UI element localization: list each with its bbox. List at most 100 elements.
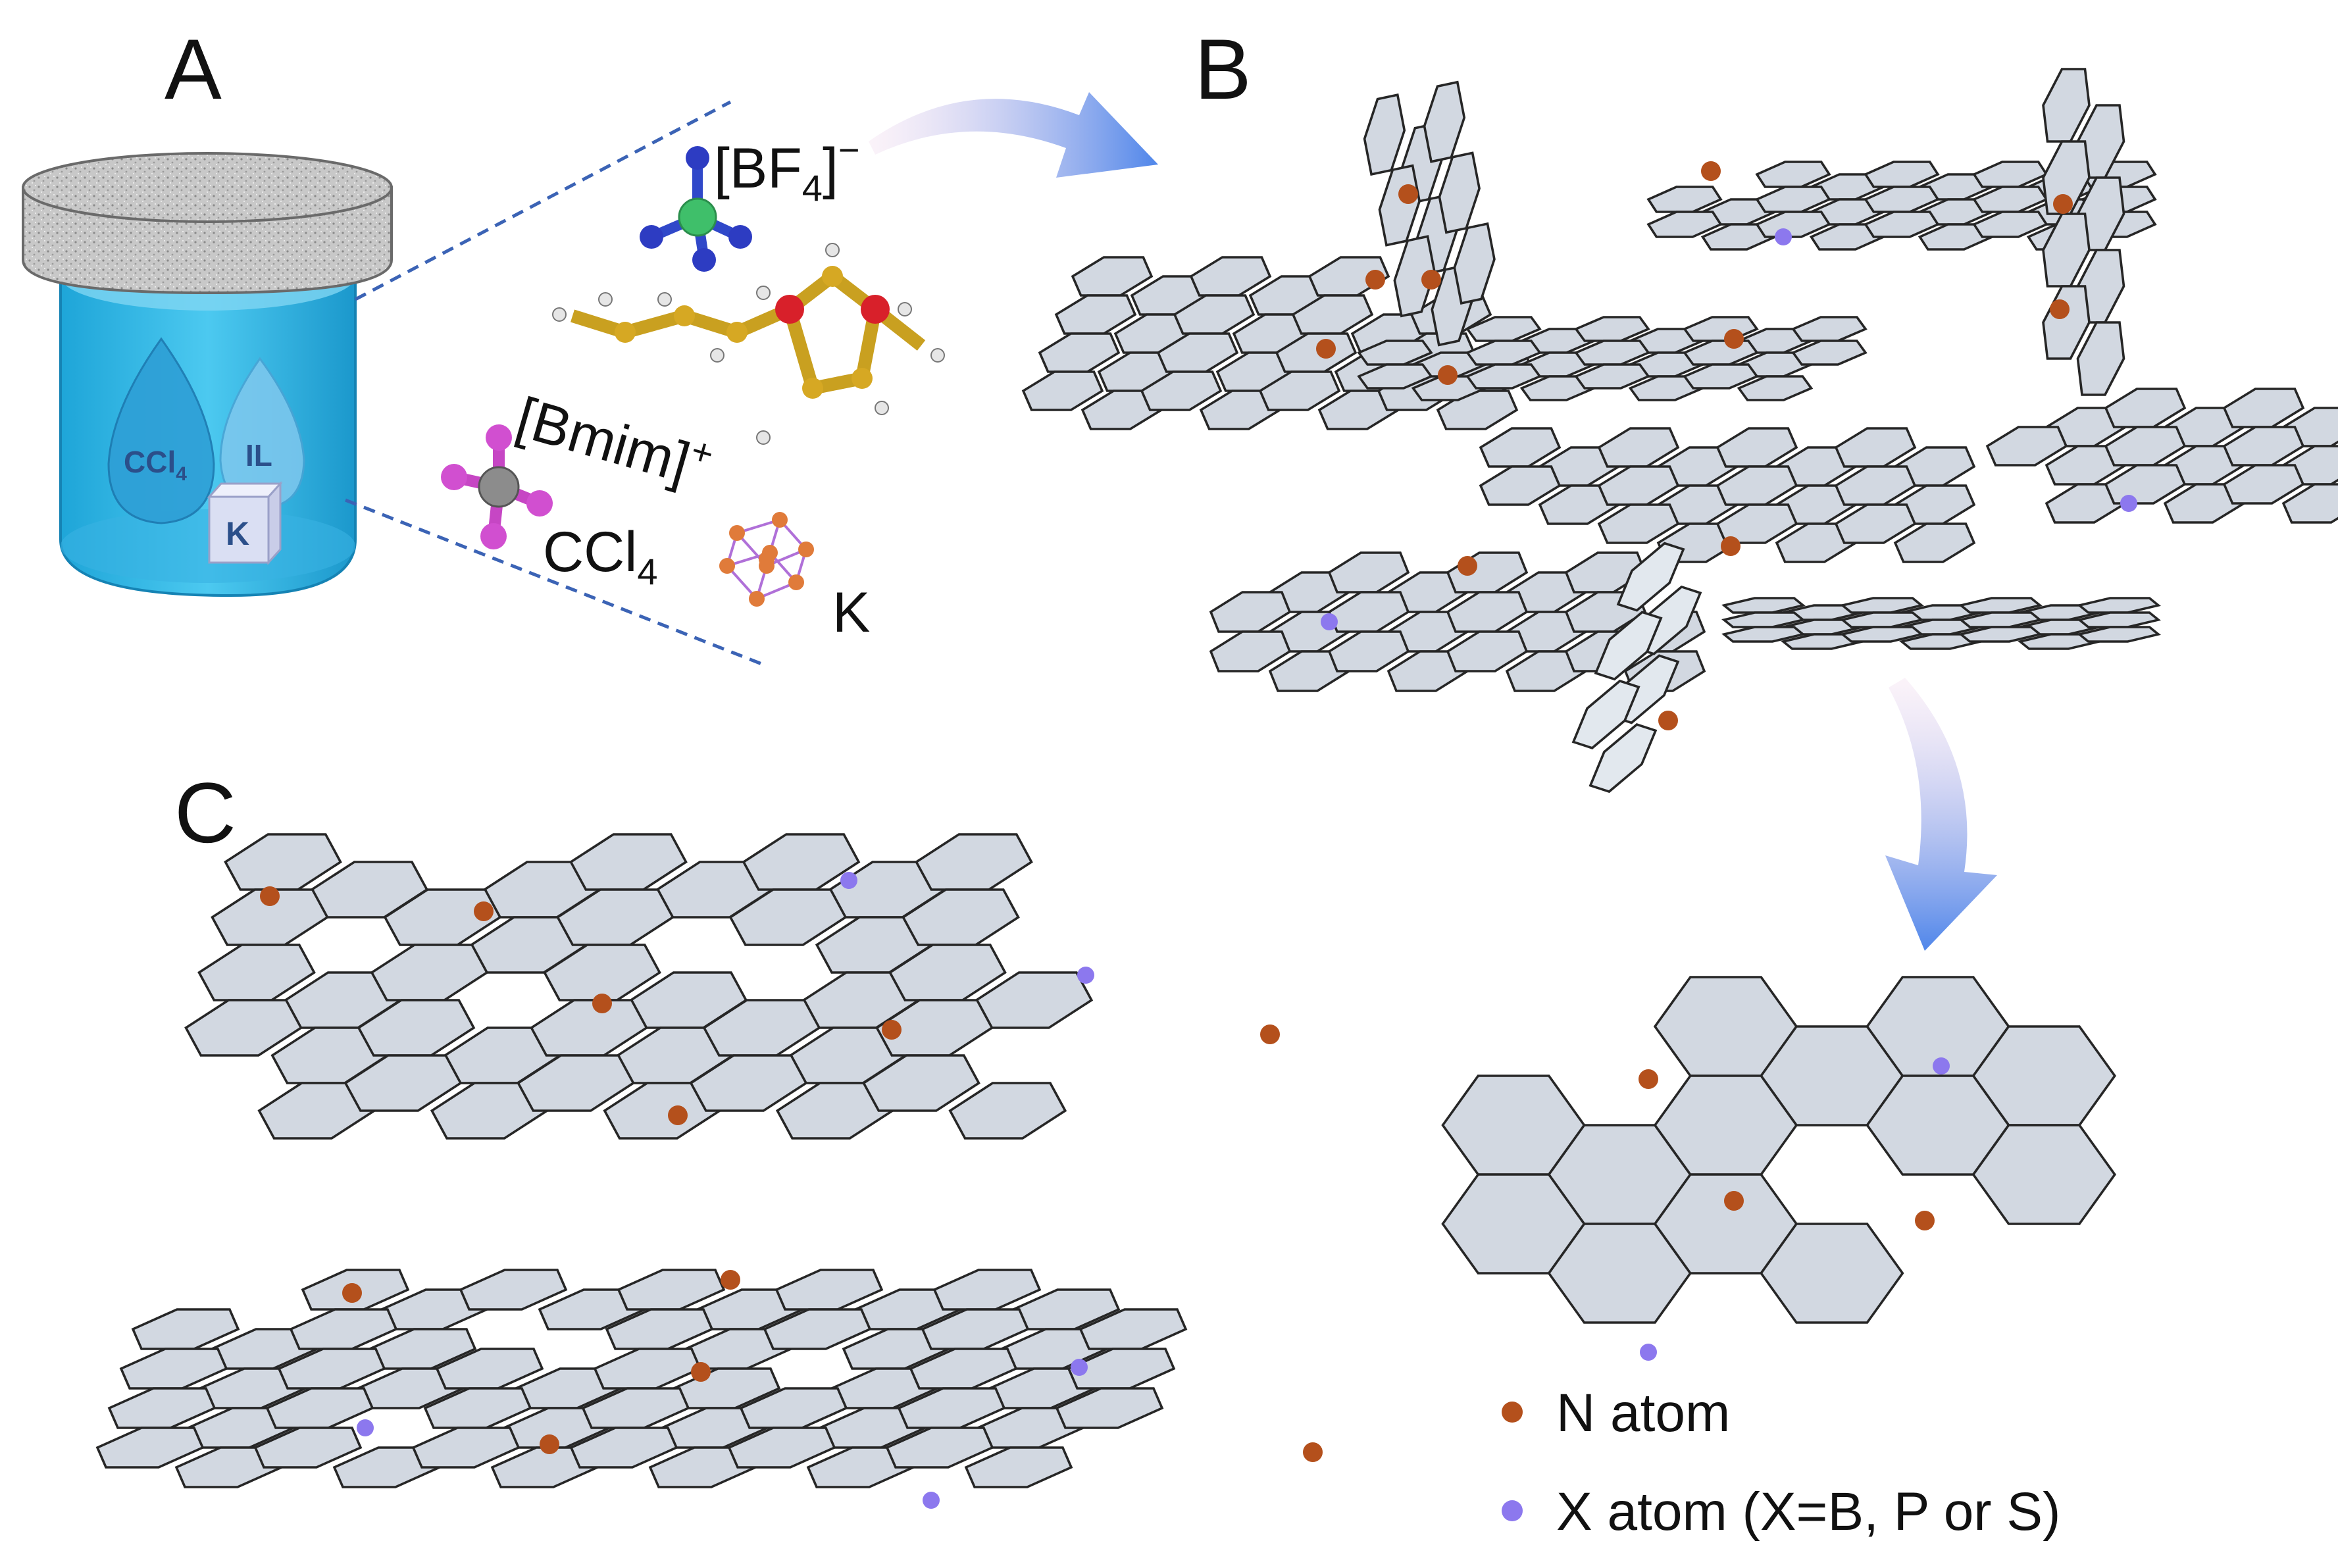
hexagon-ring [2077,626,2161,643]
x-atom-dot [1775,228,1792,245]
potassium-cube: K [207,481,283,565]
hexagon-ring [119,1348,228,1390]
hexagon-ring [1683,363,1759,390]
hexagon-ring [1755,186,1831,213]
hexagon-ring [689,1054,808,1112]
hexagon-ring [211,888,329,946]
hexagon-ring [1864,186,1940,213]
hexagon-ring [1971,1124,2117,1225]
legend-n-atom-marker [1502,1402,1523,1423]
hexagon-ring [459,1269,568,1311]
hexagon-ring [289,1308,398,1350]
bmim-label: [Bmim]+ [510,380,719,501]
hexagon-ring [1446,591,1529,633]
hexagon-ring [702,999,821,1057]
x-atom-dot [357,1419,374,1436]
hexagon-ring [2042,213,2091,288]
hexagon-ring [1465,340,1542,366]
svg-text:K: K [226,515,249,552]
hexagon-ring [569,833,688,891]
hexagon-ring [727,1427,836,1469]
hexagon-ring [1834,503,1917,544]
hexagon-ring [1646,211,1723,238]
hexagon-ring [1479,427,1562,468]
hexagon-ring [95,1427,205,1469]
hexagon-ring [1209,591,1292,633]
hexagon-ring [1834,465,1917,506]
hexagon-ring [1156,332,1239,373]
hexagon-ring [1291,294,1374,335]
fragment-b9-vertical [2042,68,2125,396]
hexagon-ring [1721,597,1806,614]
hexagon-ring [1597,503,1680,544]
hexagon-ring [1721,611,1806,628]
x-atom-dot [1071,1359,1088,1376]
hexagon-ring [411,1427,521,1469]
hexagon-ring [1597,465,1680,506]
hexagon-ring [1327,630,1410,672]
n-atom-dot [260,886,280,906]
hexagon-ring [383,888,502,946]
hexagon-ring [1209,630,1292,672]
hexagon-ring [909,1348,1018,1390]
fragment-b2 [1357,316,1868,401]
hexagon-ring [775,1269,884,1311]
hexagon-ring [265,1387,374,1429]
legend: N atom X atom (X=B, P or S) [1502,1383,2060,1542]
n-atom-dot [1365,270,1385,290]
hexagon-ring [1737,375,1814,401]
zoom-line-top [354,100,732,301]
hexagon-ring [1958,611,2043,628]
n-atom-dot [1724,329,1744,349]
n-atom-dot [668,1105,688,1125]
n-atom-dot [1303,1442,1323,1462]
hexagon-ring [888,944,1007,1001]
n-atom-dot [1701,161,1721,181]
x-atom-dot [840,872,857,889]
panel-label-b: B [1194,21,1252,117]
hexagon-ring [1864,161,1940,188]
n-atom-dot [1915,1211,1935,1230]
hexagon-ring [932,1269,1042,1311]
hexagon-ring [1840,611,1924,628]
n-atom-dot [2053,194,2073,214]
hexagon-ring [1465,363,1542,390]
hexagon-ring [739,1387,848,1429]
panel-c-sheet-top [184,833,1094,1140]
fragment-b7 [1721,597,2161,650]
hexagon-ring [1791,340,1868,366]
legend-x-atom-label: X atom (X=B, P or S) [1556,1482,2060,1542]
hexagon-ring [1972,211,2048,238]
hexagon-ring [423,1387,532,1429]
hexagon-ring [1715,465,1798,506]
n-atom-dot [691,1362,711,1382]
n-atom-dot [1316,339,1336,359]
enlarged-fragment [1441,976,2117,1324]
hexagon-ring [131,1308,240,1350]
hexagon-ring [1258,370,1341,411]
hexagon-ring [107,1387,216,1429]
fragment-b4 [1479,427,1976,563]
hexagon-ring [530,999,648,1057]
hexagon-ring [902,888,1020,946]
fragment-b1 [1021,256,1535,430]
hexagon-ring [1357,363,1433,390]
hexagon-ring [1616,542,1685,612]
hexagon-ring [2222,426,2305,467]
hexagon-ring [1571,679,1640,749]
panel-c-sheet-bottom [95,1269,1188,1488]
hexagon-ring [581,1387,690,1429]
hexagon-ring [370,944,489,1001]
n-atom-dot [2050,299,2070,319]
hexagon-ring [1760,1223,1904,1324]
hexagon-ring [1791,316,1868,342]
ccl4-drop-shape [107,337,215,524]
k-label: K [832,581,870,644]
hexagon-ring [862,1054,980,1112]
n-atom-dot [474,901,494,921]
hexagon-ring [1479,465,1562,506]
hexagon-ring [357,999,476,1057]
n-atom-dot [1398,184,1418,204]
hexagon-ring [569,1427,678,1469]
x-atom-dot [2120,495,2137,512]
